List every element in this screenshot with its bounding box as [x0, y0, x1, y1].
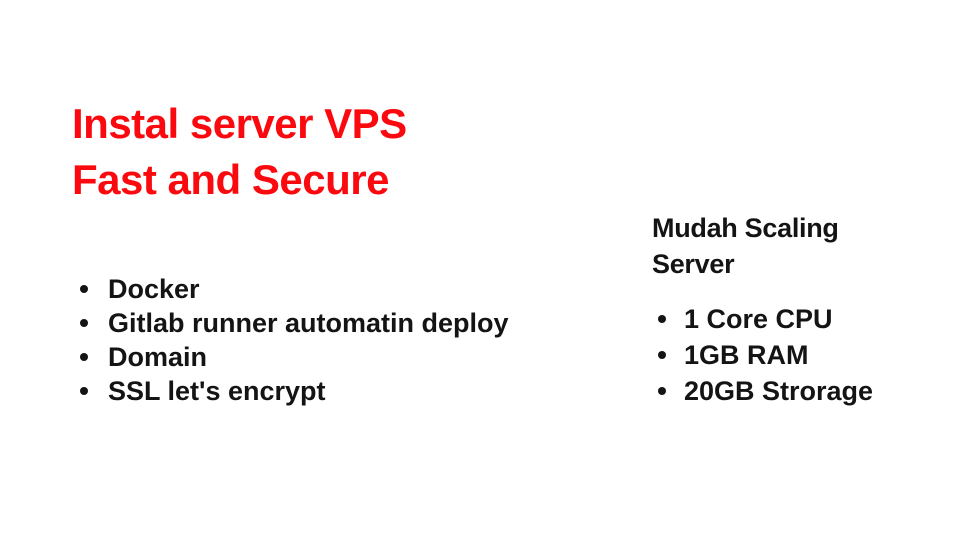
bullet-icon	[80, 353, 88, 361]
slide-title-line-2: Fast and Secure	[72, 156, 389, 203]
feature-item-label: Domain	[108, 342, 208, 372]
feature-item-label: Docker	[108, 274, 200, 304]
spec-item-label: 1GB RAM	[684, 340, 809, 370]
list-item: 20GB Strorage	[656, 373, 873, 409]
slide-title: Instal server VPS Fast and Secure	[72, 96, 407, 208]
feature-item-label: SSL let's encrypt	[108, 376, 326, 406]
scaling-spec-list: 1 Core CPU 1GB RAM 20GB Strorage	[656, 301, 873, 409]
spec-item-label: 1 Core CPU	[684, 304, 833, 334]
spec-item-label: 20GB Strorage	[684, 376, 874, 406]
list-item: Gitlab runner automatin deploy	[78, 306, 509, 340]
bullet-icon	[80, 387, 88, 395]
list-item: 1 Core CPU	[656, 301, 873, 337]
bullet-icon	[658, 351, 666, 359]
slide-title-line-1: Instal server VPS	[72, 100, 407, 147]
list-item: SSL let's encrypt	[78, 374, 509, 408]
bullet-icon	[658, 387, 666, 395]
bullet-icon	[658, 315, 666, 323]
list-item: Docker	[78, 272, 509, 306]
list-item: 1GB RAM	[656, 337, 873, 373]
list-item: Domain	[78, 340, 509, 374]
scaling-section-heading: Mudah Scaling Server	[652, 213, 839, 279]
bullet-icon	[80, 319, 88, 327]
bullet-icon	[80, 285, 88, 293]
feature-item-label: Gitlab runner automatin deploy	[108, 308, 509, 338]
features-list: Docker Gitlab runner automatin deploy Do…	[78, 272, 509, 408]
